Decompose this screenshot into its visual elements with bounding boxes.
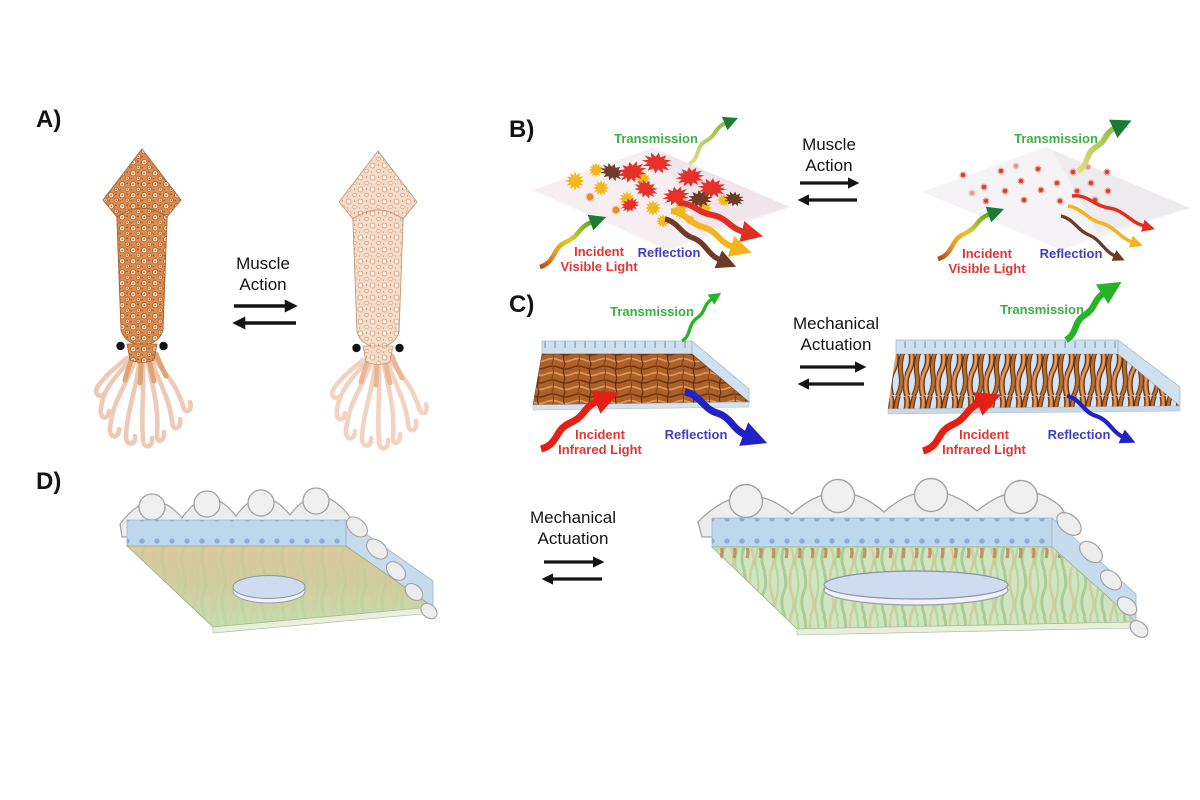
reflection-arrow-yellow bbox=[1067, 204, 1143, 248]
panel-b-label: B) bbox=[509, 116, 535, 143]
squid-tentacles bbox=[93, 355, 193, 449]
membrane-bead bbox=[913, 477, 949, 513]
reflection-arrow bbox=[684, 388, 768, 446]
transmission-label: Transmission bbox=[610, 304, 694, 319]
composite-slab-stretched bbox=[697, 477, 1149, 638]
reflection-arrow-red bbox=[677, 199, 763, 243]
light-arrows-b-left bbox=[539, 116, 763, 270]
blue-layer-band bbox=[711, 517, 1053, 548]
equilibrium-arrows-icon bbox=[797, 177, 860, 206]
incident-light-arrow bbox=[539, 390, 620, 453]
equilibrium-arrows-icon bbox=[232, 299, 298, 330]
squid-mantle bbox=[351, 191, 405, 348]
squid-eye bbox=[159, 341, 168, 351]
skin-plane-shade bbox=[1052, 150, 1190, 233]
incident-light-arrow bbox=[539, 214, 607, 270]
panel-a-process-label: Muscle Action bbox=[236, 254, 290, 294]
membrane-bead bbox=[302, 487, 330, 515]
incident-light-arrow bbox=[921, 392, 1002, 455]
lens-top bbox=[232, 575, 306, 599]
composite-slab-relaxed bbox=[119, 487, 438, 634]
incident-infrared-light-label: Incident Infrared Light bbox=[942, 427, 1026, 458]
squid-fins bbox=[338, 150, 418, 220]
transmission-label: Transmission bbox=[1000, 302, 1084, 317]
squid-eye bbox=[352, 343, 361, 353]
reflection-label: Reflection bbox=[1047, 427, 1111, 442]
chromatophore-layer-contracted bbox=[922, 147, 1190, 250]
transmission-arrow bbox=[680, 292, 722, 343]
reflection-arrow bbox=[1066, 393, 1136, 444]
membrane-bead bbox=[728, 483, 764, 519]
lens-top bbox=[823, 570, 1009, 600]
membrane-edge-beads bbox=[346, 516, 438, 620]
incident-visible-light-label: Incident Visible Light bbox=[560, 244, 638, 275]
squid-arm-stubs bbox=[122, 351, 169, 386]
transmission-label: Transmission bbox=[614, 131, 698, 146]
squid-eye bbox=[116, 341, 125, 351]
squid-contracted-illustration bbox=[329, 150, 429, 451]
squid-expanded-illustration bbox=[93, 148, 193, 449]
squid-eye bbox=[395, 343, 404, 353]
copper-film-relaxed bbox=[532, 340, 750, 411]
transmission-arrow bbox=[1064, 281, 1122, 343]
light-arrows-c-left bbox=[539, 292, 768, 453]
panel-d-label: D) bbox=[36, 468, 62, 495]
membrane-bead bbox=[1003, 479, 1039, 515]
panel-d-illustration bbox=[119, 477, 1149, 638]
reflection-label: Reflection bbox=[1039, 246, 1103, 261]
incident-visible-light-label: Incident Visible Light bbox=[948, 246, 1026, 277]
chromatophore-layer-expanded bbox=[533, 148, 790, 250]
squid-tentacles bbox=[329, 357, 429, 451]
membrane-bead bbox=[193, 490, 221, 518]
panel-a-illustration bbox=[93, 148, 429, 451]
film-top-band bbox=[541, 340, 693, 355]
reflection-label: Reflection bbox=[664, 427, 728, 442]
blue-layer-band bbox=[126, 519, 347, 547]
equilibrium-arrows-icon bbox=[541, 556, 605, 585]
panel-b-process-label: Muscle Action bbox=[802, 135, 856, 175]
film-top-band bbox=[895, 339, 1119, 355]
reflection-arrow-brown bbox=[1060, 214, 1125, 261]
slab-underband-ticks bbox=[712, 548, 1064, 561]
panel-b-illustration bbox=[533, 116, 1190, 270]
reflection-arrow-red bbox=[1071, 194, 1155, 232]
panel-a-label: A) bbox=[36, 106, 62, 133]
squid-mantle bbox=[115, 189, 169, 346]
panel-d-process-label: Mechanical Actuation bbox=[530, 508, 616, 548]
reflection-arrow-brown bbox=[664, 216, 737, 269]
transmission-arrow bbox=[687, 116, 738, 166]
copper-film-stretched bbox=[887, 339, 1181, 415]
squid-head bbox=[362, 345, 394, 365]
equilibrium-arrows-icon bbox=[797, 361, 867, 390]
reflection-label: Reflection bbox=[637, 245, 701, 260]
panel-c-illustration bbox=[532, 281, 1181, 455]
light-arrows-b-right bbox=[937, 119, 1155, 262]
membrane-bead bbox=[138, 493, 166, 521]
incident-infrared-light-label: Incident Infrared Light bbox=[558, 427, 642, 458]
transmission-label: Transmission bbox=[1014, 131, 1098, 146]
squid-arm-stubs bbox=[358, 353, 405, 388]
squid-head bbox=[126, 343, 158, 363]
reflection-arrow-yellow bbox=[670, 208, 752, 257]
transmission-arrow bbox=[1076, 119, 1132, 174]
membrane-edge-beads bbox=[1056, 512, 1149, 638]
panel-c-process-label: Mechanical Actuation bbox=[793, 314, 879, 354]
incident-light-arrow bbox=[937, 206, 1005, 262]
panel-c-label: C) bbox=[509, 291, 535, 318]
membrane-bead bbox=[247, 489, 275, 517]
squid-fins bbox=[102, 148, 182, 218]
film-surface-strips bbox=[888, 354, 1180, 409]
membrane-bead bbox=[820, 478, 856, 514]
light-arrows-c-right bbox=[921, 281, 1136, 455]
